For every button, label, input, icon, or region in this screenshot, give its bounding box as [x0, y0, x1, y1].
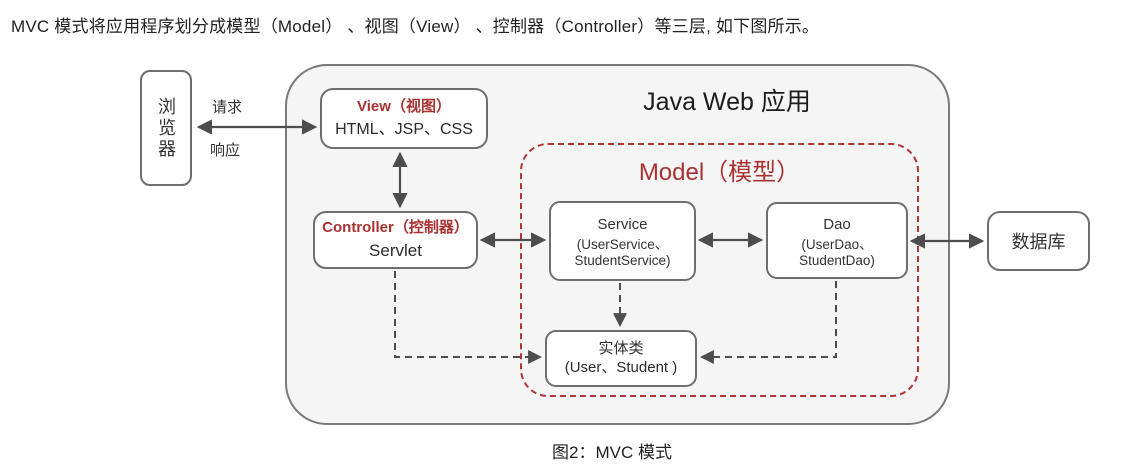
controller-title: Controller（控制器）: [322, 219, 469, 237]
controller-box: Controller（控制器） Servlet: [313, 211, 478, 269]
database-box: 数据库: [987, 211, 1090, 271]
model-title: Model（模型）: [638, 159, 801, 186]
entity-box: 实体类 (User、Student ): [545, 330, 697, 387]
intro-text: MVC 模式将应用程序划分成模型（Model） 、视图（View） 、控制器（C…: [11, 17, 820, 36]
service-title: Service: [597, 216, 648, 234]
service-box: Service (UserService、 StudentService): [549, 201, 696, 281]
browser-label: 浏览器: [156, 96, 176, 160]
entity-title: 实体类: [598, 339, 644, 357]
dao-content-line2: StudentDao): [799, 252, 875, 268]
response-label: 响应: [210, 142, 241, 159]
java-web-title: Java Web 应用: [643, 88, 811, 116]
model-region: [520, 143, 919, 397]
view-title: View（视图）: [357, 98, 451, 116]
service-content-line1: (UserService、: [576, 237, 669, 253]
dao-title: Dao: [823, 215, 851, 233]
figure-caption: 图2：MVC 模式: [552, 443, 672, 462]
database-label: 数据库: [1011, 232, 1066, 252]
dao-box: Dao (UserDao、 StudentDao): [766, 202, 908, 279]
service-content-line2: StudentService): [574, 253, 671, 268]
controller-content: Servlet: [369, 240, 422, 260]
view-box: View（视图） HTML、JSP、CSS: [320, 88, 488, 149]
dao-content-line1: (UserDao、: [801, 236, 873, 252]
request-label: 请求: [212, 99, 243, 116]
view-content: HTML、JSP、CSS: [335, 120, 473, 138]
entity-content: (User、Student ): [564, 359, 678, 377]
browser-box: 浏览器: [140, 70, 192, 186]
